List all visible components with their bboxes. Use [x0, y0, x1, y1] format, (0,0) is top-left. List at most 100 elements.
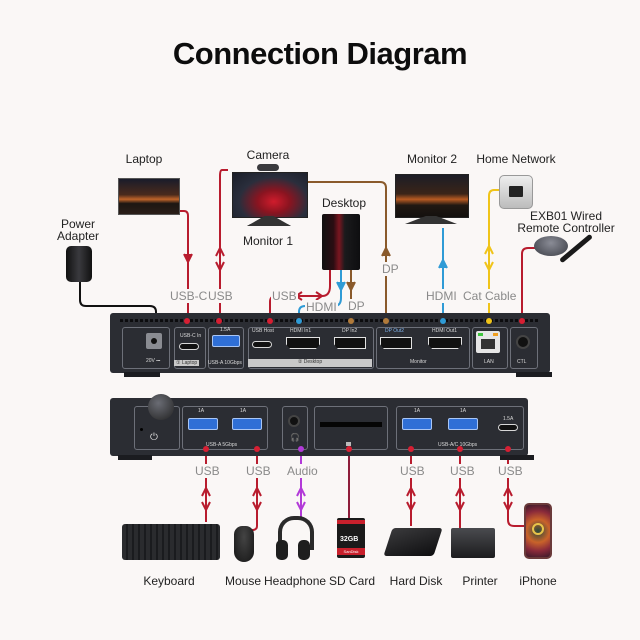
remote-label-line1: EXB01 Wired — [529, 209, 603, 223]
port2-power-label: 1A — [240, 408, 247, 414]
remote-label-line2: Remote Controller — [517, 221, 615, 235]
camera-label: Camera — [246, 148, 290, 162]
monitor1-label: Monitor 1 — [242, 234, 294, 248]
printer-image — [451, 528, 495, 558]
hdmi-out1-dot — [440, 318, 446, 324]
usbhost-port-dot — [267, 318, 273, 324]
dc-voltage-label: 20V ⎓ — [146, 358, 161, 364]
back-foot-left — [124, 372, 160, 377]
power-button[interactable] — [148, 394, 174, 420]
usb-host-port[interactable] — [252, 341, 272, 348]
ctl-box — [510, 327, 538, 369]
iphone-cable-label: USB — [497, 464, 524, 478]
harddisk-cable-label: USB — [399, 464, 426, 478]
front-usba-port-2[interactable] — [232, 418, 262, 430]
usbc-in-box — [174, 327, 206, 369]
headphone-label: Headphone — [264, 574, 327, 588]
lan-dot — [486, 318, 492, 324]
dp-in2-label: DP In2 — [342, 328, 358, 334]
dp-monitor1-cable-label: DP — [381, 262, 400, 276]
sd-port-dot — [346, 446, 352, 452]
hdmi-out1-port[interactable] — [428, 337, 462, 349]
harddisk-port-dot — [408, 446, 414, 452]
harddisk-image — [383, 528, 443, 556]
dp-desktop-cable-label: DP — [347, 299, 366, 313]
printer-cable-label: USB — [449, 464, 476, 478]
power-label-line1: Power — [60, 217, 95, 231]
remote-controller-image — [534, 236, 568, 256]
keyboard-label: Keyboard — [143, 574, 195, 588]
usb-desktop-cable-label: USB — [271, 289, 298, 303]
dock-back-panel: 20V ⎓ USB-C In ① Laptop 1.5A USB-A 10Gbp… — [110, 313, 550, 373]
sd-capacity-text: 32GB — [340, 536, 359, 543]
sd-slot-box — [314, 406, 388, 450]
iphone-cable — [507, 450, 524, 527]
front-usba-port-4[interactable] — [448, 418, 478, 430]
monitor-tag: Monitor — [410, 359, 427, 365]
laptop-label: Laptop — [125, 152, 163, 166]
lan-label: LAN — [484, 359, 494, 365]
mouse-image — [234, 526, 254, 562]
sd-slot-icon — [346, 442, 351, 446]
dp-in2-port[interactable] — [334, 337, 366, 349]
front-foot-left — [118, 455, 152, 460]
usba-10g-port[interactable] — [212, 335, 240, 347]
hdmi-monitor2-cable-label: HDMI — [425, 289, 458, 303]
ctl-dot — [519, 318, 525, 324]
home-network-label: Home Network — [476, 152, 556, 166]
port4-power-label: 1A — [460, 408, 467, 414]
dc-power-jack[interactable] — [146, 333, 162, 349]
port5-power-label: 1.5A — [503, 416, 514, 422]
reset-pinhole[interactable] — [140, 428, 143, 431]
sdcard-image: 32GB SanDisk — [337, 518, 365, 558]
front-usba-port-1[interactable] — [188, 418, 218, 430]
printer-port-dot — [457, 446, 463, 452]
remote-label: EXB01 Wired Remote Controller — [512, 210, 620, 234]
hdmi-in1-port[interactable] — [286, 337, 320, 349]
power-label-line2: Adapter — [56, 229, 100, 243]
port3-power-label: 1A — [414, 408, 421, 414]
usbc-in-port[interactable] — [179, 343, 199, 350]
usbc-cable-label: USB-C — [169, 289, 209, 303]
usbac-10g-label: USB-A/C 10Gbps — [438, 442, 478, 448]
sd-brand-text: SanDisk — [337, 548, 365, 555]
ctl-label: CTL — [517, 359, 527, 365]
headphone-cable-label: Audio — [286, 464, 319, 478]
monitor1-image — [232, 172, 308, 218]
keyboard-cable-label: USB — [194, 464, 221, 478]
lan-port[interactable] — [476, 331, 500, 353]
lan-box — [472, 327, 508, 369]
usba-5g-label: USB-A 5Gbps — [206, 442, 238, 448]
monitor-ports-box — [376, 327, 470, 369]
front-usbc-port[interactable] — [498, 424, 518, 431]
hdmi-in1-label: HDMI In1 — [290, 328, 312, 334]
audio-jack[interactable] — [288, 415, 300, 427]
dp-out2-label: DP Out2 — [385, 328, 405, 334]
dp-out2-port[interactable] — [380, 337, 412, 349]
keyboard-port-dot — [203, 446, 209, 452]
dock-front-panel: ⏻ 1A 1A USB-A 5Gbps 🎧 1A 1A 1.5A USB-A/C… — [110, 394, 528, 456]
usba-port-dot — [216, 318, 222, 324]
front-foot-right — [500, 455, 534, 460]
sd-card-slot[interactable] — [320, 422, 382, 427]
desktop-tag: ② Desktop — [248, 359, 372, 367]
headphone-image — [276, 516, 314, 562]
front-usba-port-3[interactable] — [402, 418, 432, 430]
power-adapter-image — [66, 246, 92, 282]
usb-camera-cable-label: USB — [207, 289, 234, 303]
mouse-label: Mouse — [224, 574, 262, 588]
dc-power-port-box — [122, 327, 170, 369]
hdmi-out1-label: HDMI Out1 — [432, 328, 458, 334]
usbc-in-label: USB-C In — [180, 333, 202, 339]
ctl-cable — [521, 247, 540, 322]
monitor1-stand — [247, 216, 291, 226]
port1-power-label: 1A — [198, 408, 205, 414]
desktop-usb-link — [298, 270, 331, 297]
power-icon: ⏻ — [150, 432, 158, 443]
audio-box — [282, 406, 308, 450]
usba-power-label: 1.5A — [220, 327, 231, 333]
usba-10g-label: USB-A 10Gbps — [208, 360, 242, 366]
back-foot-right — [516, 372, 552, 377]
monitor2-image — [395, 174, 469, 218]
ctl-port[interactable] — [516, 335, 530, 349]
